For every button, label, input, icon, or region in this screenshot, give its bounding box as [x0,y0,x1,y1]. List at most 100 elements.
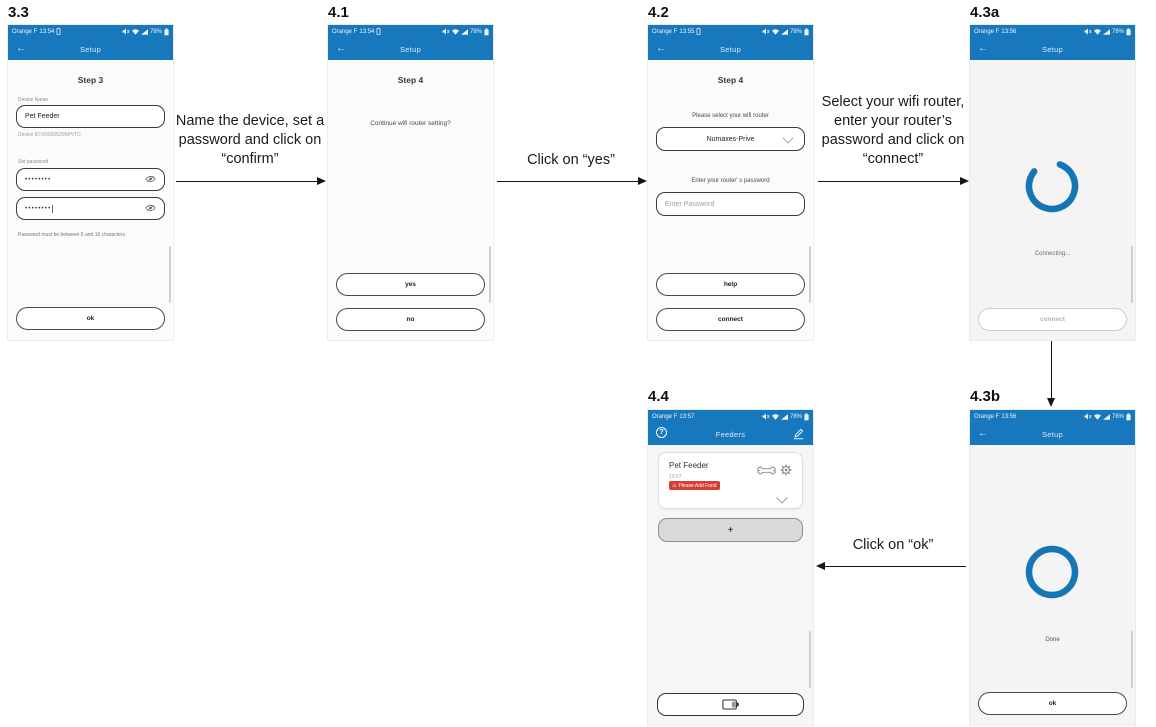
scrollbar[interactable] [809,631,811,688]
wifi-icon [451,28,459,35]
back-icon[interactable]: ← [16,43,26,54]
connect-button-disabled[interactable]: connect [978,308,1127,331]
chevron-down-icon[interactable] [776,492,788,504]
password-input[interactable]: •••••••• [16,168,165,191]
help-icon[interactable]: ? [656,427,667,438]
yes-button[interactable]: yes [336,273,485,296]
carrier-label: Orange F [974,28,1000,35]
page-title: Feeders [715,429,746,439]
status-text: Connecting... [1034,251,1071,257]
clock: 13:57 [679,413,695,420]
screen-4-3b: Orange F 13:56 78% ← Setup Done ok [970,410,1135,725]
select-router-label: Please select your wifi router [692,113,769,119]
screen-3-3: Orange F 13:54 78% ← Setup Step 3 Device… [8,25,173,340]
connect-button[interactable]: connect [656,308,805,331]
battery-icon [1126,412,1131,420]
carrier-label: Orange F [12,28,38,35]
signal-icon [1102,413,1110,420]
arrow-right-3 [818,176,969,185]
gear-icon[interactable] [780,463,792,481]
scrollbar[interactable] [1131,631,1133,688]
mute-icon [762,28,770,35]
back-icon[interactable]: ← [336,43,346,54]
screen-4-3a: Orange F 13:56 78% ← Setup Connecting...… [970,25,1135,340]
mute-icon [762,413,770,420]
scrollbar[interactable] [1131,246,1133,303]
status-bar: Orange F 13:54 78% [328,25,493,38]
battery-icon [721,699,739,710]
scrollbar[interactable] [809,246,811,303]
instruction-4: Click on “ok” [852,537,934,553]
status-bar: Orange F 13:56 78% [970,410,1135,423]
text-cursor [52,204,54,213]
ok-button[interactable]: ok [978,692,1127,715]
question-text: Continue wifi router setting? [370,120,451,127]
help-button[interactable]: help [656,273,805,296]
section-label-4-1: 4.1 [328,4,349,21]
page-title: Setup [1041,429,1064,439]
battery-percent: 78% [1111,413,1124,420]
clock: 13:55 [679,28,695,35]
back-icon[interactable]: ← [978,43,988,54]
section-label-4-3b: 4.3b [970,388,1001,405]
ok-button[interactable]: ok [16,307,165,330]
clock: 13:54 [359,28,375,35]
feeder-card[interactable]: Pet Feeder 13:57 ⚠ Please Add Food [658,452,803,509]
status-bar: Orange F 13:56 78% [970,25,1135,38]
device-name-value: Pet Feeder [25,113,60,120]
password-placeholder: Enter Password [665,200,715,208]
password-dots: •••••••• [25,176,52,183]
app-header: ← Setup [970,423,1135,445]
warning-icon: ⚠ [672,482,677,489]
clock: 13:56 [1001,413,1017,420]
instruction-2: Click on “yes” [527,152,615,168]
screen-4-1: Orange F 13:54 78% ← Setup Step 4 Contin… [328,25,493,340]
app-header: ? Feeders [648,423,813,445]
eye-icon[interactable] [145,204,156,214]
wifi-icon [131,28,139,35]
app-header: ← Setup [8,38,173,60]
eye-icon[interactable] [145,175,156,185]
carrier-label: Orange F [652,413,678,420]
vibrate-icon [696,28,701,35]
status-bar: Orange F 13:57 78% [648,410,813,423]
carrier-label: Orange F [332,28,358,35]
wifi-icon [771,413,779,420]
status-bar: Orange F 13:55 78% [648,25,813,38]
screen-4-2: Orange F 13:55 78% ← Setup Step 4 Please… [648,25,813,340]
confirm-password-input[interactable]: •••••••• [16,197,165,220]
scrollbar[interactable] [489,246,491,303]
instruction-1: Name the device, set a password and clic… [175,113,325,167]
chevron-down-icon [782,132,794,144]
app-header: ← Setup [328,38,493,60]
alert-badge: ⚠ Please Add Food [669,481,720,490]
battery-status-button[interactable] [657,693,804,716]
scrollbar[interactable] [169,246,171,303]
router-password-label: Enter your router' s password [691,178,770,184]
edit-pencil-icon[interactable] [792,427,805,445]
back-icon[interactable]: ← [656,43,666,54]
arrow-right-1 [176,176,326,185]
loading-spinner [1025,159,1079,213]
wifi-icon [1093,28,1101,35]
clock: 13:56 [1001,28,1017,35]
step-heading: Step 4 [717,75,744,85]
screen-4-4: Orange F 13:57 78% ? Feeders Pet Feeder … [648,410,813,725]
feed-bone-icon[interactable] [757,463,776,481]
signal-icon [140,28,148,35]
section-label-4-2: 4.2 [648,4,669,21]
no-button[interactable]: no [336,308,485,331]
router-name: Numaxes-Prive [706,135,755,143]
device-name-input[interactable]: Pet Feeder [16,105,165,128]
vibrate-icon [56,28,61,35]
add-feeder-button[interactable]: + [658,518,803,542]
battery-icon [164,27,169,35]
set-password-label: Set password [18,159,49,165]
router-password-input[interactable]: Enter Password [656,192,805,216]
back-icon[interactable]: ← [978,428,988,439]
password-hint: Password must be between 6 and 16 charac… [18,232,126,238]
wifi-router-dropdown[interactable]: Numaxes-Prive [656,127,805,151]
feeder-time: 13:57 [669,474,682,480]
battery-icon [804,27,809,35]
